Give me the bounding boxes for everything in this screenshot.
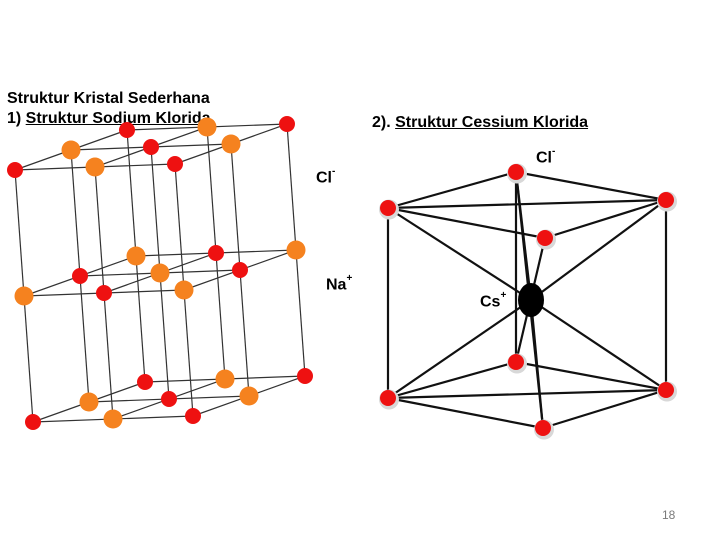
na-ion: [14, 286, 34, 306]
nacl-title: Struktur Sodium Klorida: [25, 110, 211, 127]
cl-ion: [535, 420, 551, 436]
cl-ion: [161, 391, 177, 407]
title-number: 1): [7, 110, 26, 127]
cscl-edge: [387, 198, 667, 210]
na-ion: [174, 280, 194, 300]
na-ion: [286, 240, 306, 260]
na-ion: [103, 409, 123, 429]
cl-ion: [7, 162, 23, 178]
cscl-bond: [530, 199, 667, 301]
cscl-title-block: 2). Struktur Cessium Klorida: [372, 114, 588, 132]
cl-label-right: Cl-: [536, 146, 556, 167]
cl-ion: [25, 414, 41, 430]
cscl-bond: [387, 299, 532, 399]
cl-ion: [297, 368, 313, 384]
na-ion: [61, 140, 81, 160]
na-ion: [79, 392, 99, 412]
cl-ion: [658, 192, 674, 208]
na-ion: [239, 386, 259, 406]
na-label: Na+: [326, 273, 353, 294]
cl-ion: [185, 408, 201, 424]
cl-ion: [380, 200, 396, 216]
na-ion: [150, 263, 170, 283]
cscl-bond: [387, 207, 532, 301]
cscl-edge: [544, 198, 667, 240]
cscl-edge: [387, 170, 517, 210]
page-number: 18: [662, 508, 676, 522]
cscl-edge: [542, 388, 667, 430]
cl-ion: [380, 390, 396, 406]
cscl-edge: [387, 388, 667, 400]
cscl-edge: [387, 360, 517, 400]
cscl-cell: [379, 163, 677, 440]
cl-ion: [279, 116, 295, 132]
cscl-edge: [387, 206, 546, 240]
slide-title: Struktur Kristal Sederhana 1) Struktur S…: [7, 89, 211, 129]
cl-label-left: Cl-: [316, 166, 336, 187]
cscl-bond: [514, 171, 533, 301]
cscl-bond: [530, 299, 667, 391]
cscl-edge: [515, 360, 667, 392]
cl-ion: [167, 156, 183, 172]
cl-ion: [143, 139, 159, 155]
cl-ion: [508, 164, 524, 180]
nacl-lattice: [7, 116, 313, 430]
cs-ion: [518, 283, 544, 317]
cs-label: Cs+: [480, 290, 507, 311]
cscl-number: 2).: [372, 114, 396, 131]
cscl-edge: [387, 396, 544, 430]
cscl-bond: [529, 299, 545, 429]
na-ion: [197, 117, 217, 137]
na-ion: [215, 369, 235, 389]
cl-ion: [119, 122, 135, 138]
cl-ion: [137, 374, 153, 390]
cl-ion: [72, 268, 88, 284]
cl-ion: [537, 230, 553, 246]
na-ion: [221, 134, 241, 154]
cscl-edge: [515, 170, 667, 202]
cl-ion: [658, 382, 674, 398]
cl-ion: [208, 245, 224, 261]
cl-ion: [232, 262, 248, 278]
cl-ion: [96, 285, 112, 301]
na-ion: [126, 246, 146, 266]
title-line-1: Struktur Kristal Sederhana: [7, 90, 210, 107]
cl-ion: [508, 354, 524, 370]
na-ion: [85, 157, 105, 177]
title-line-2: 1) Struktur Sodium Klorida: [7, 109, 211, 129]
cscl-title: Struktur Cessium Klorida: [395, 114, 589, 131]
